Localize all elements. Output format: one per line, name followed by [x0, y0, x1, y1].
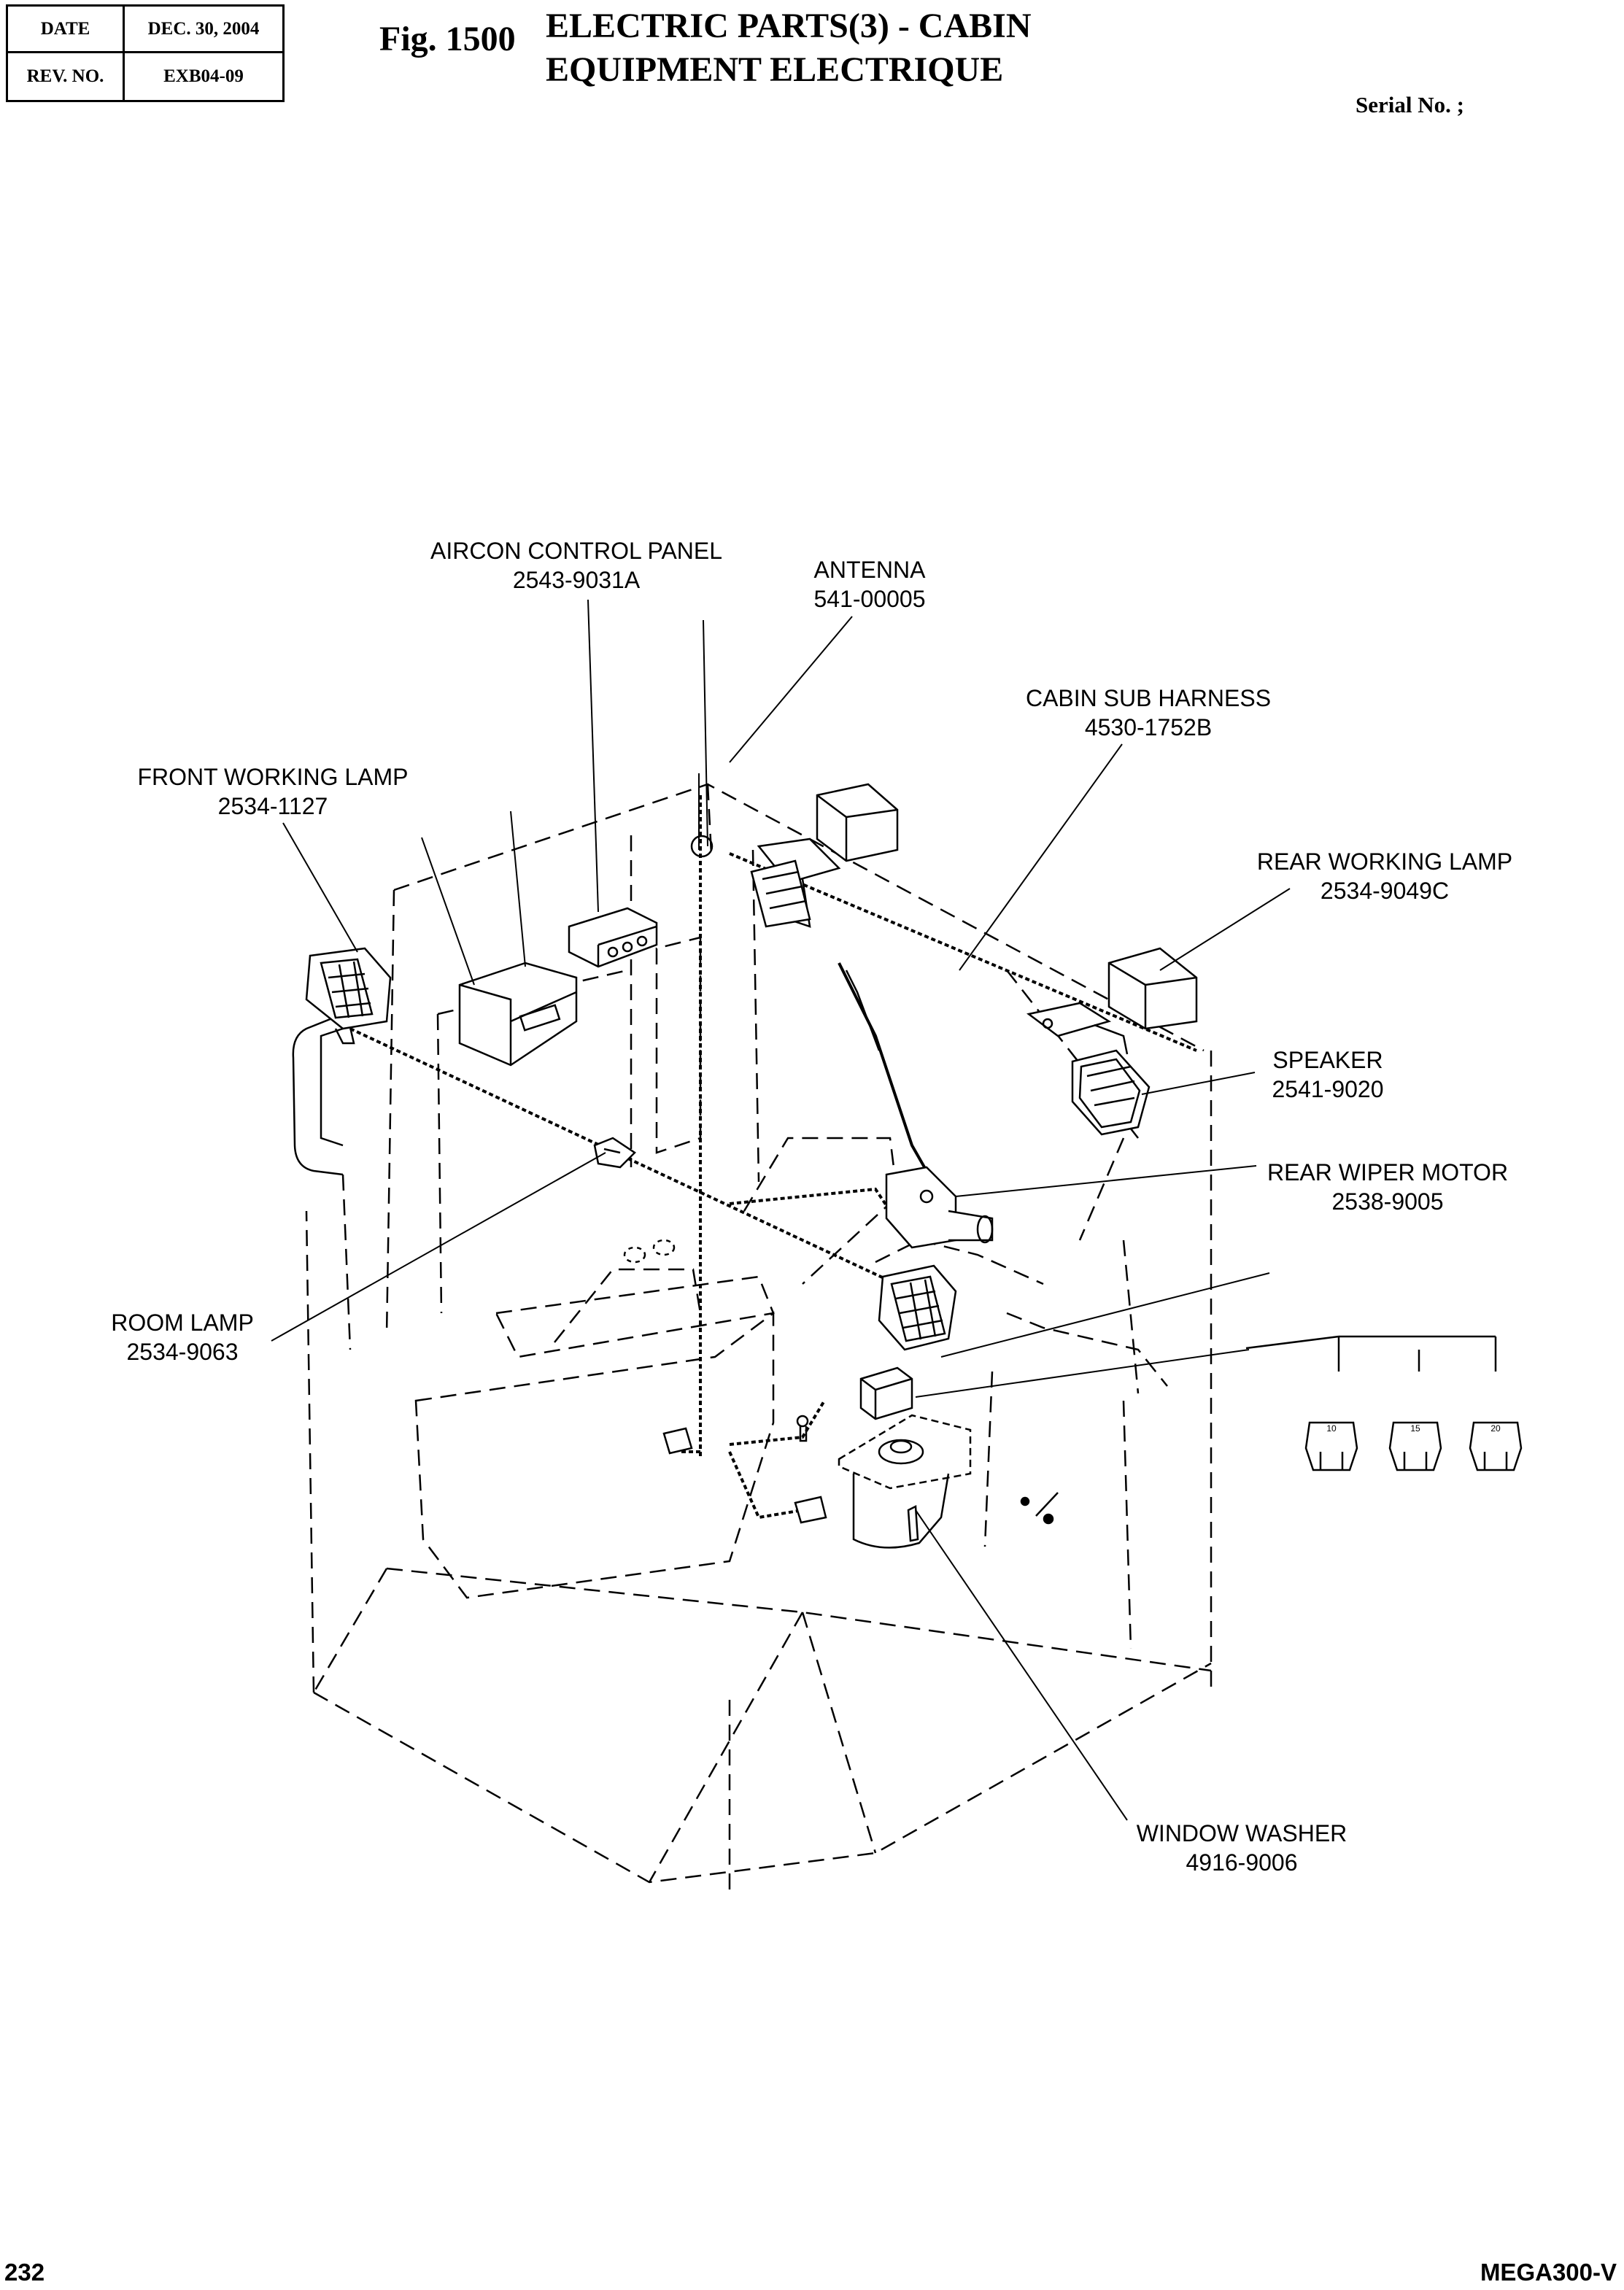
cabin-harness-name: CABIN SUB HARNESS [1026, 685, 1271, 711]
rev-label: REV. NO. [8, 53, 125, 100]
title-line-1: ELECTRIC PARTS(3) - CABIN [546, 7, 1032, 45]
washer-number: 4916-9006 [1186, 1849, 1297, 1876]
date-label: DATE [8, 7, 125, 53]
rear-working-lamp-right [1026, 947, 1198, 1055]
room-lamp-number: 2534-9063 [126, 1339, 238, 1365]
serial-label: Serial No. ; [1356, 92, 1464, 117]
rear-working-lamp-left [750, 783, 899, 928]
date-value: DEC. 30, 2004 [125, 7, 282, 53]
rear-lamp-number: 2534-9049C [1321, 878, 1449, 904]
rear-wiper-name: REAR WIPER MOTOR [1267, 1159, 1508, 1185]
part-labels: AIRCON CONTROL PANEL 2543-9031A ANTENNA … [111, 538, 1512, 1876]
fuse-rating-2: 15 [1410, 1423, 1420, 1434]
cabin-harness-run [349, 795, 1197, 1520]
speaker-number: 2541-9020 [1272, 1076, 1383, 1102]
window-washer-tank [838, 1414, 972, 1549]
front-working-lamp [305, 947, 392, 1045]
fuse-rating-3: 20 [1490, 1423, 1501, 1434]
rear-lamp-inner [878, 1264, 957, 1351]
fuse-2 [1388, 1421, 1442, 1471]
seat-console [414, 1137, 1168, 1599]
radio-unit [458, 962, 578, 1067]
rear-lamp-name: REAR WORKING LAMP [1257, 848, 1512, 875]
speaker [1071, 1049, 1151, 1136]
page-number: 232 [4, 2259, 45, 2286]
rev-value: EXB04-09 [163, 66, 244, 86]
grab-handle [292, 1013, 344, 1176]
connectors [662, 1415, 1059, 1525]
aircon-name: AIRCON CONTROL PANEL [430, 538, 722, 564]
room-lamp-name: ROOM LAMP [111, 1310, 254, 1336]
cabin-frame [305, 783, 1213, 1897]
front-lamp-name: FRONT WORKING LAMP [138, 764, 409, 790]
rear-wiper-number: 2538-9005 [1331, 1188, 1443, 1215]
revision-stamp: DATE DEC. 30, 2004 REV. NO. EXB04-09 [6, 4, 285, 102]
rear-wiper-motor [838, 962, 994, 1249]
figure-number: Fig. 1500 [379, 20, 516, 58]
speaker-name: SPEAKER [1272, 1047, 1383, 1073]
title-line-2: EQUIPMENT ELECTRIQUE [546, 50, 1004, 89]
figure-title: ELECTRIC PARTS(3) - CABIN EQUIPMENT ELEC… [546, 4, 1031, 92]
relay-box [859, 1366, 913, 1420]
cabin-harness-number: 4530-1752B [1085, 714, 1212, 740]
fuse-1 [1304, 1421, 1358, 1471]
front-lamp-number: 2534-1127 [218, 793, 328, 819]
antenna [690, 619, 714, 858]
model-name: MEGA300-V [1480, 2259, 1617, 2286]
fuse-rating-1: 10 [1326, 1423, 1337, 1434]
fuse-set [1245, 1335, 1523, 1471]
leader-lines [271, 599, 1291, 1821]
room-lamp [593, 1137, 636, 1169]
fuse-3 [1469, 1421, 1523, 1471]
washer-name: WINDOW WASHER [1137, 1820, 1347, 1846]
aircon-control-panel [568, 907, 658, 968]
antenna-name: ANTENNA [814, 557, 927, 583]
antenna-number: 541-00005 [813, 586, 925, 612]
aircon-number: 2543-9031A [513, 567, 641, 593]
